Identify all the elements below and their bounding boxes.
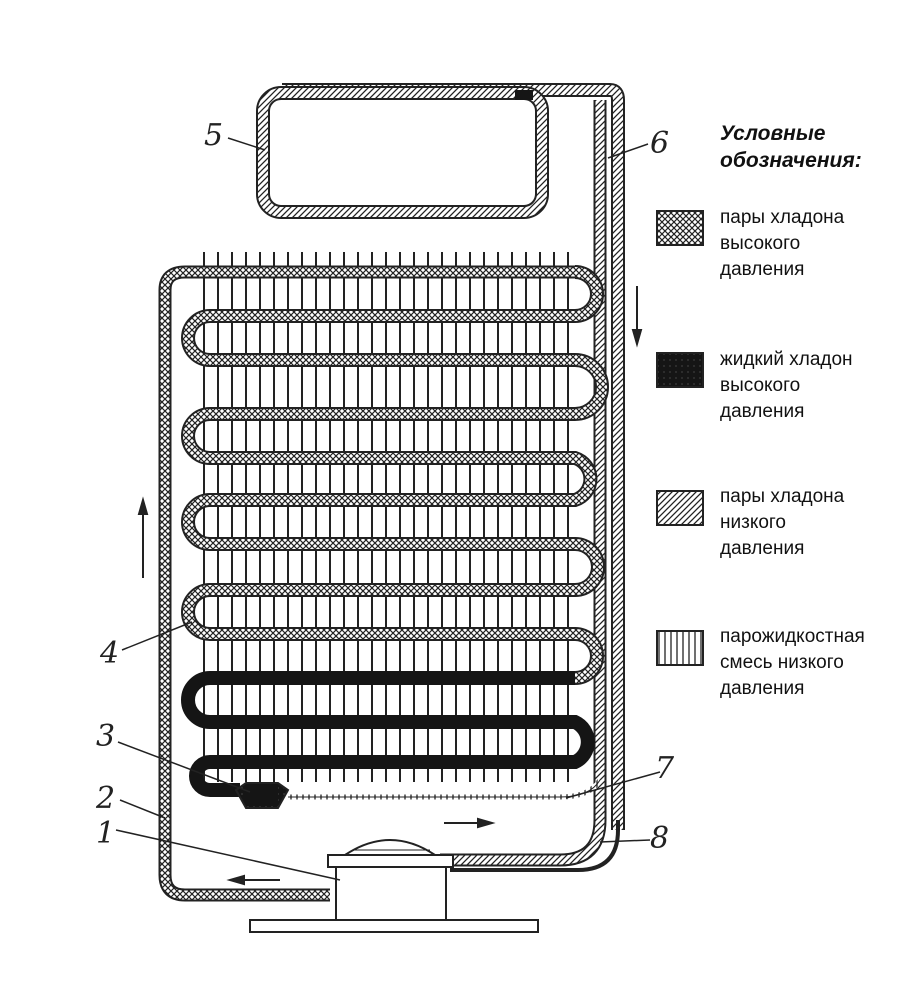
legend-item-line: пары хладона bbox=[720, 486, 845, 507]
label-5: 5 bbox=[204, 118, 223, 153]
legend-item-line: давления bbox=[720, 401, 805, 422]
legend-item-line: низкого bbox=[720, 512, 786, 533]
flow-arrows bbox=[137, 286, 643, 886]
compressor bbox=[249, 839, 539, 933]
label-7: 7 bbox=[655, 751, 675, 786]
label-4: 4 bbox=[99, 636, 119, 671]
suction-line bbox=[440, 100, 620, 872]
legend-item-line: высокого bbox=[720, 375, 801, 396]
legend-item-line: давления bbox=[720, 538, 805, 559]
label-2: 2 bbox=[95, 781, 115, 816]
leader-lines bbox=[115, 137, 661, 881]
legend-item-line: высокого bbox=[720, 233, 801, 254]
capillary-tube bbox=[288, 778, 603, 800]
condenser-fins bbox=[203, 252, 569, 782]
legend-item-line: смесь низкого bbox=[720, 652, 844, 673]
condenser-coil bbox=[181, 265, 609, 685]
legend-item-high-pressure-liquid: жидкий хладон высокого давления bbox=[720, 347, 905, 425]
legend-item-line: парожидкостная bbox=[720, 626, 865, 647]
legend-swatch-low-pressure-mixture bbox=[656, 630, 704, 666]
legend-item-line: давления bbox=[720, 678, 805, 699]
liquid-line bbox=[181, 671, 595, 797]
evaporator-freezer bbox=[256, 83, 625, 830]
label-3: 3 bbox=[96, 719, 115, 754]
legend-item-line: давления bbox=[720, 259, 805, 280]
label-8: 8 bbox=[650, 821, 669, 856]
legend-item-low-pressure-vapour: пары хладона низкого давления bbox=[720, 484, 905, 562]
legend-title-line-2: обозначения: bbox=[720, 149, 862, 172]
label-6: 6 bbox=[650, 126, 669, 161]
legend-item-high-pressure-vapour: пары хладона высокого давления bbox=[720, 205, 905, 283]
discharge-line bbox=[158, 265, 575, 902]
legend-item-low-pressure-mixture: парожидкостная смесь низкого давления bbox=[720, 624, 905, 702]
legend-item-line: пары хладона bbox=[720, 207, 845, 228]
legend-title: Условные обозначения: bbox=[720, 120, 900, 174]
filter-drier bbox=[234, 782, 290, 809]
legend-title-line-1: Условные bbox=[720, 122, 826, 145]
legend-swatch-high-pressure-vapour bbox=[656, 210, 704, 246]
legend-swatch-high-pressure-liquid bbox=[656, 352, 704, 388]
legend-swatch-low-pressure-vapour bbox=[656, 490, 704, 526]
label-1: 1 bbox=[96, 816, 115, 851]
legend-item-line: жидкий хладон bbox=[720, 349, 853, 370]
